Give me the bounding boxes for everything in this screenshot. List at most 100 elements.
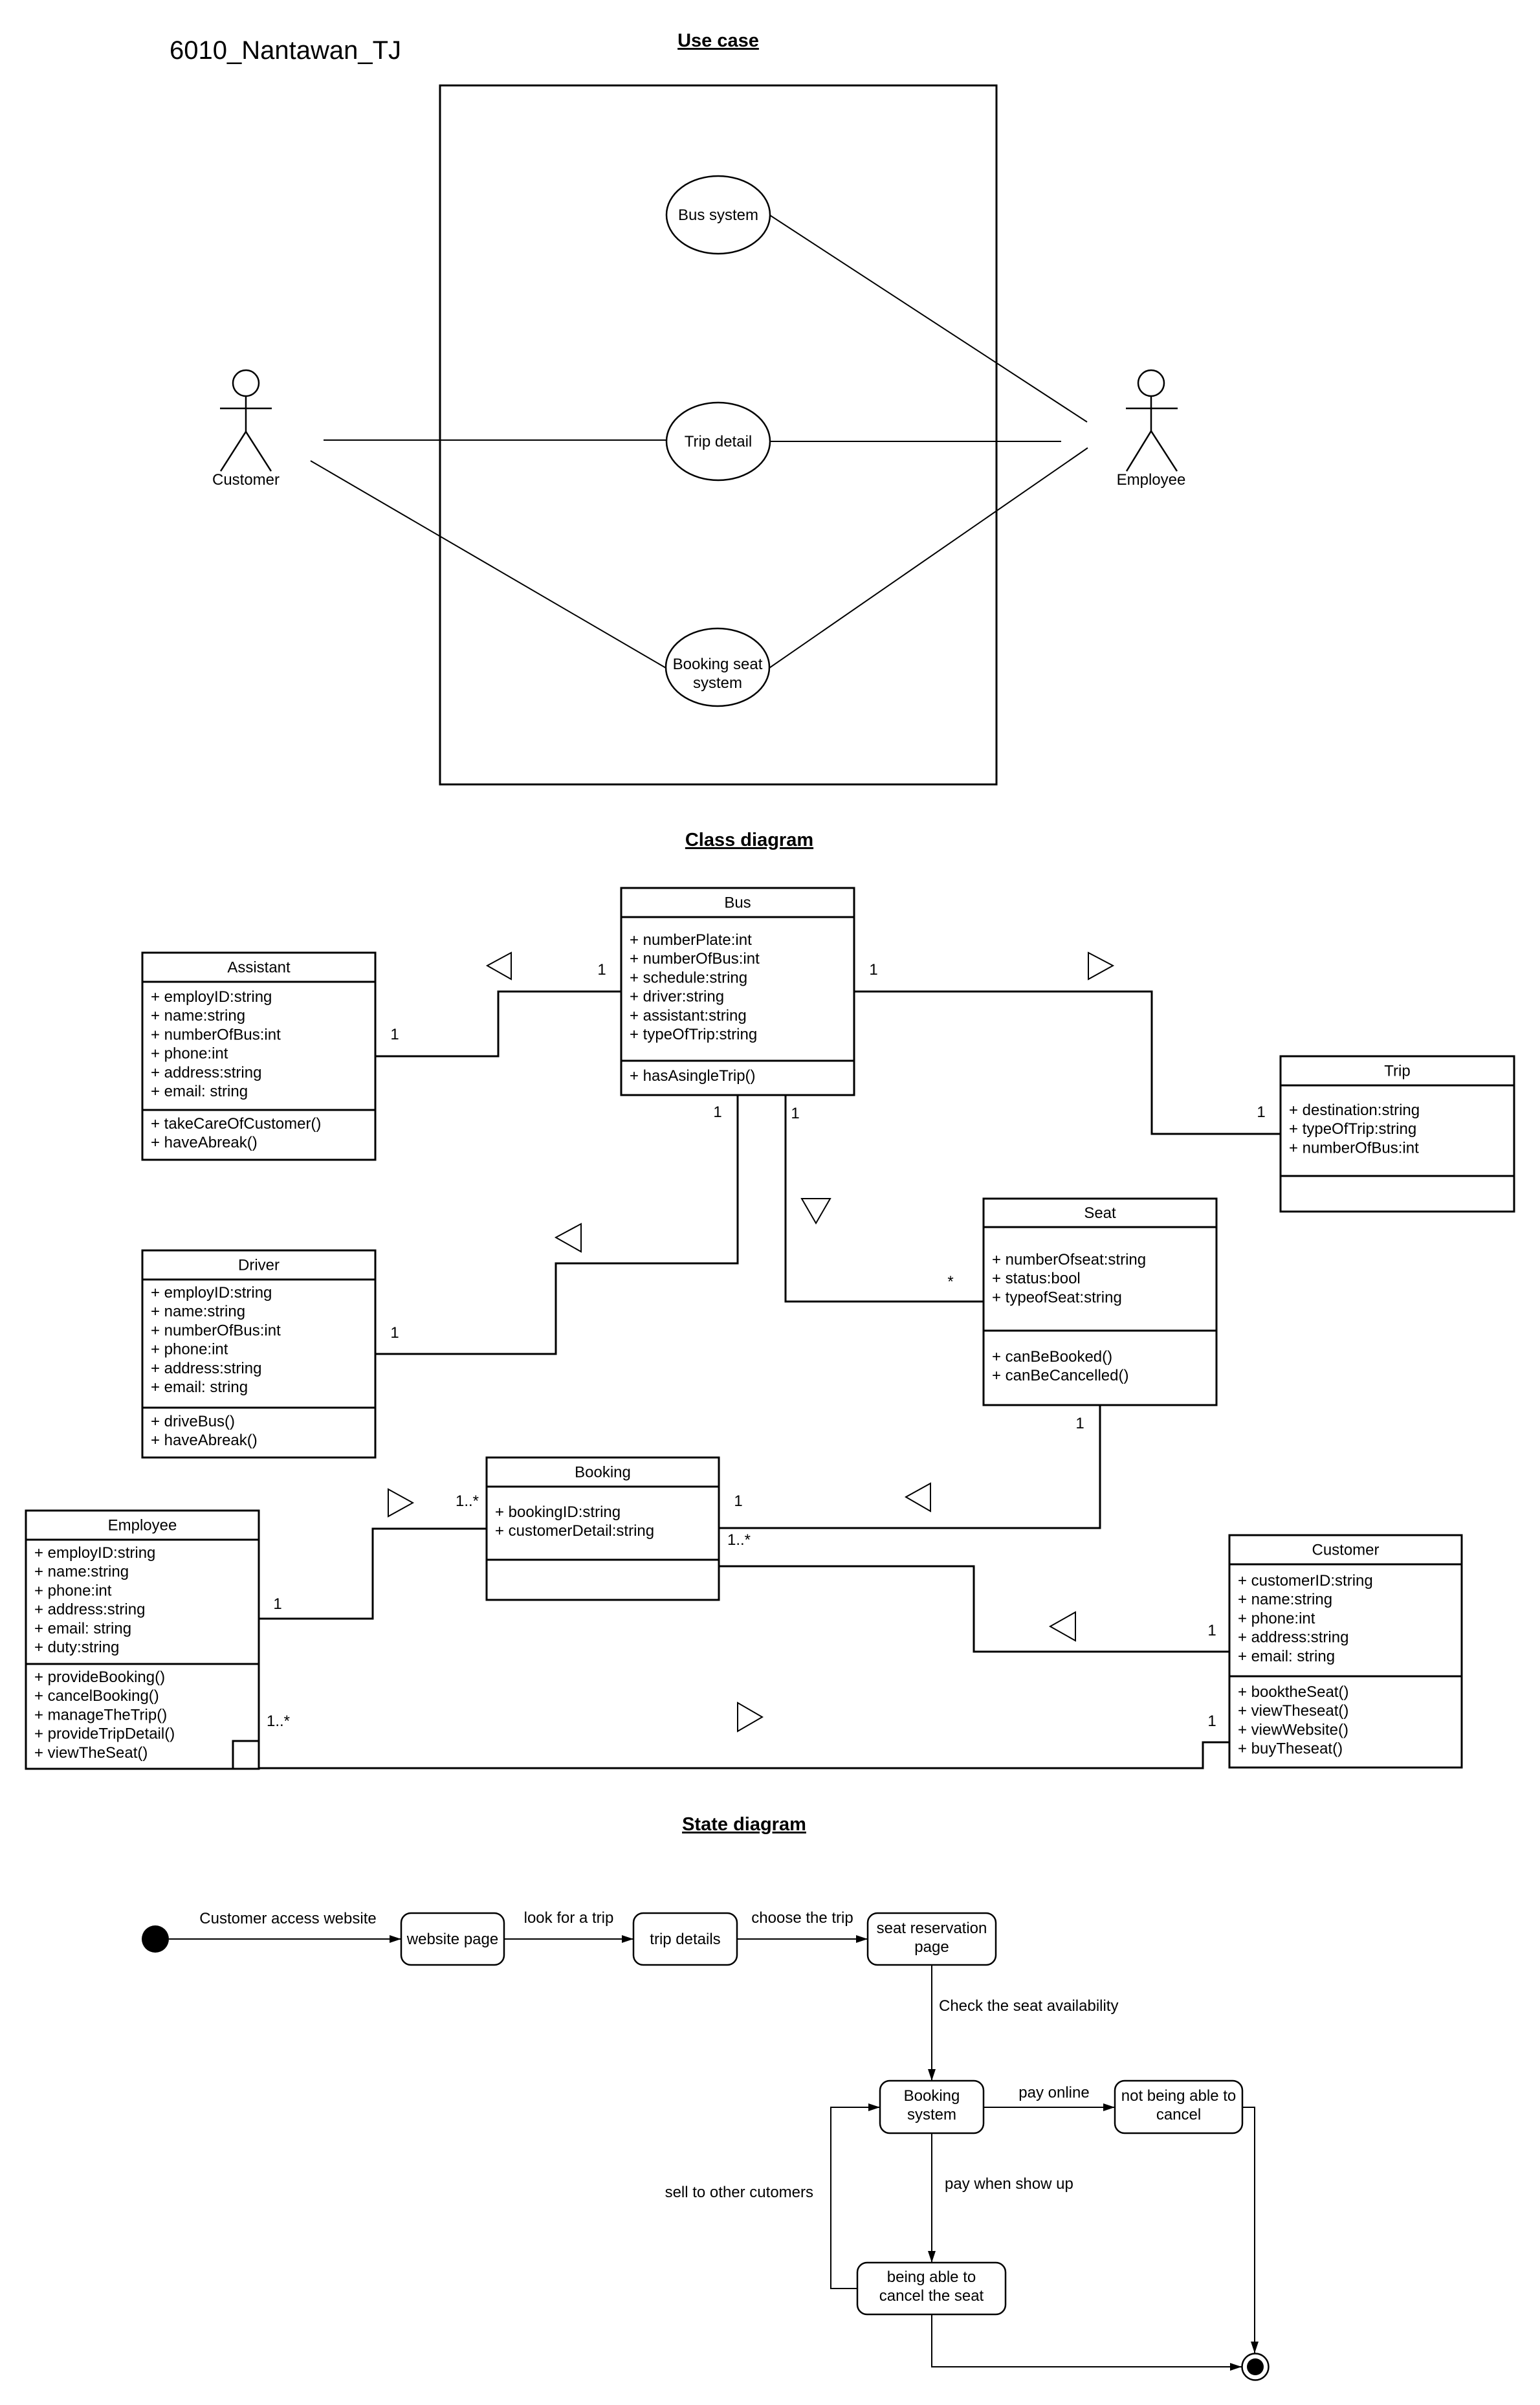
transition-not-able-to-cancel-to-final — [1242, 2107, 1259, 2353]
class-box-outline — [141, 1249, 377, 1459]
class-attribute: + status:bool — [992, 1270, 1081, 1287]
direction-triangle-right-icon — [1088, 951, 1115, 981]
state-label: being able to — [887, 2268, 976, 2286]
class-employee: Employee + employID:string+ name:string + … — [25, 1509, 260, 1770]
class-attribute: + email: string — [34, 1620, 131, 1637]
class-box-outline — [1279, 1055, 1515, 1213]
direction-triangle-left-icon — [904, 1482, 931, 1513]
multiplicity-label: 1 — [273, 1595, 281, 1613]
class-attribute: + name:string — [151, 1303, 245, 1320]
state-box — [1114, 2079, 1244, 2134]
transition-sell-to-other-customers — [830, 2103, 880, 2289]
multiplicity-label: 1 — [1207, 1622, 1216, 1639]
class-box-outline — [141, 951, 377, 1161]
transition-label: Check the seat availability — [939, 1997, 1118, 2015]
multiplicity-label: 1 — [791, 1105, 799, 1122]
use-case-label: Trip detail — [685, 433, 752, 450]
class-customer: Customer+ customerID:string+ name:string… — [1228, 1534, 1463, 1769]
use-case-ellipse — [665, 627, 771, 707]
class-attribute: + typeOfTrip:string — [630, 1026, 757, 1043]
association-line — [375, 1095, 739, 1355]
class-attribute: + schedule:string — [630, 969, 747, 986]
state-not-being-able-to-cancel: not being able to cancel — [1114, 2079, 1244, 2134]
transition-label: pay online — [1018, 2084, 1089, 2101]
state-diagram-title: State diagram — [682, 1814, 806, 1835]
transition-able-to-cancel-to-final — [931, 2314, 1242, 2371]
class-boxes: Bus+ numberPlate:int+ numberOfBus:int+ s… — [25, 887, 1515, 1770]
class-method: + takeCareOfCustomer() — [151, 1115, 321, 1133]
state-label: page — [914, 1938, 949, 1956]
relationship-driver-bus: 1 1 — [375, 1095, 739, 1355]
state-box — [856, 2261, 1007, 2316]
class-attribute: + phone:int — [151, 1045, 228, 1063]
final-state-icon — [1241, 2353, 1270, 2381]
class-name: Seat — [1084, 1204, 1116, 1222]
class-attribute: + address:string — [1238, 1629, 1348, 1646]
transition-label: sell to other cutomers — [665, 2184, 813, 2201]
use-case-label: Booking seat — [673, 656, 763, 673]
class-attribute: + numberOfBus:int — [630, 950, 760, 968]
direction-triangle-left-icon — [1048, 1611, 1076, 1642]
class-attribute: + numberOfBus:int — [151, 1322, 281, 1339]
class-method: + provideTripDetail() — [34, 1725, 175, 1743]
association-line — [375, 990, 621, 1058]
class-name: Employee — [108, 1517, 177, 1535]
class-method: + viewTheseat() — [1238, 1702, 1348, 1720]
use-case-ellipse — [665, 401, 771, 482]
class-attribute: + numberPlate:int — [630, 931, 752, 949]
relationship-bus-seat: 1 * — [784, 1095, 984, 1303]
association-line — [259, 1527, 487, 1620]
author-label: 6010_Nantawan_TJ — [170, 36, 401, 65]
class-attribute: + numberOfBus:int — [151, 1026, 281, 1043]
system-boundary — [439, 84, 998, 786]
use-case-bus-system: Bus system — [665, 175, 771, 255]
class-name: Booking — [575, 1464, 631, 1481]
actor-label: Customer — [212, 471, 280, 489]
final-state-dot — [1247, 2358, 1264, 2375]
class-attribute: + numberOfBus:int — [1289, 1139, 1419, 1157]
class-method: + viewTheSeat() — [34, 1744, 148, 1762]
multiplicity-label: 1 — [869, 961, 877, 979]
actor-legs — [1125, 429, 1178, 472]
class-method: + cancelBooking() — [34, 1687, 159, 1705]
class-attribute: + email: string — [151, 1083, 248, 1100]
class-name: Assistant — [227, 959, 291, 977]
class-attribute: + employID:string — [151, 1284, 272, 1302]
initial-state-icon — [142, 1925, 169, 1953]
direction-triangle-right-icon — [737, 1701, 764, 1733]
class-attribute: + address:string — [151, 1064, 261, 1081]
state-label: website page — [406, 1931, 498, 1948]
direction-triangle-left-icon — [485, 951, 512, 981]
association-line — [854, 990, 1281, 1135]
class-attribute: + typeOfTrip:string — [1289, 1120, 1416, 1138]
use-case-title: Use case — [677, 30, 759, 51]
multiplicity-label: 1 — [1257, 1103, 1265, 1121]
relationship-booking-customer: 1..* 1 — [719, 1531, 1229, 1653]
multiplicity-label: 1..* — [727, 1531, 751, 1549]
transition-label: pay when show up — [945, 2175, 1073, 2193]
class-attribute: + email: string — [1238, 1648, 1335, 1665]
association-line — [719, 1565, 1229, 1653]
relationship-assistant-bus: 1 1 — [375, 951, 621, 1058]
state-box — [632, 1912, 738, 1966]
class-attribute: + employID:string — [34, 1544, 155, 1562]
state-being-able-to-cancel-the-seat: being able to cancel the seat — [856, 2261, 1007, 2316]
class-attribute: + phone:int — [34, 1582, 112, 1599]
class-attribute: + bookingID:string — [495, 1503, 621, 1521]
state-label: seat reservation — [877, 1920, 987, 1937]
association-line — [259, 1741, 1229, 1769]
state-seat-reservation-page: seat reservation page — [866, 1912, 997, 1966]
multiplicity-label: 1..* — [267, 1712, 290, 1730]
state-box — [400, 1912, 505, 1966]
class-box-outline — [485, 1456, 720, 1601]
multiplicity-label: 1..* — [456, 1492, 479, 1510]
class-attribute: + name:string — [34, 1563, 129, 1580]
class-diagram-title: Class diagram — [685, 830, 813, 850]
class-method: + provideBooking() — [34, 1668, 165, 1686]
state-label: not being able to — [1121, 2087, 1236, 2105]
class-diagram: Class diagram 1 1 1 1 1 1 1 * — [25, 830, 1515, 1770]
transition-label: look for a trip — [524, 1909, 614, 1927]
state-diagram: State diagram Customer access website lo… — [142, 1814, 1270, 2381]
multiplicity-label: 1 — [713, 1103, 721, 1121]
state-trip-details: trip details — [632, 1912, 738, 1966]
